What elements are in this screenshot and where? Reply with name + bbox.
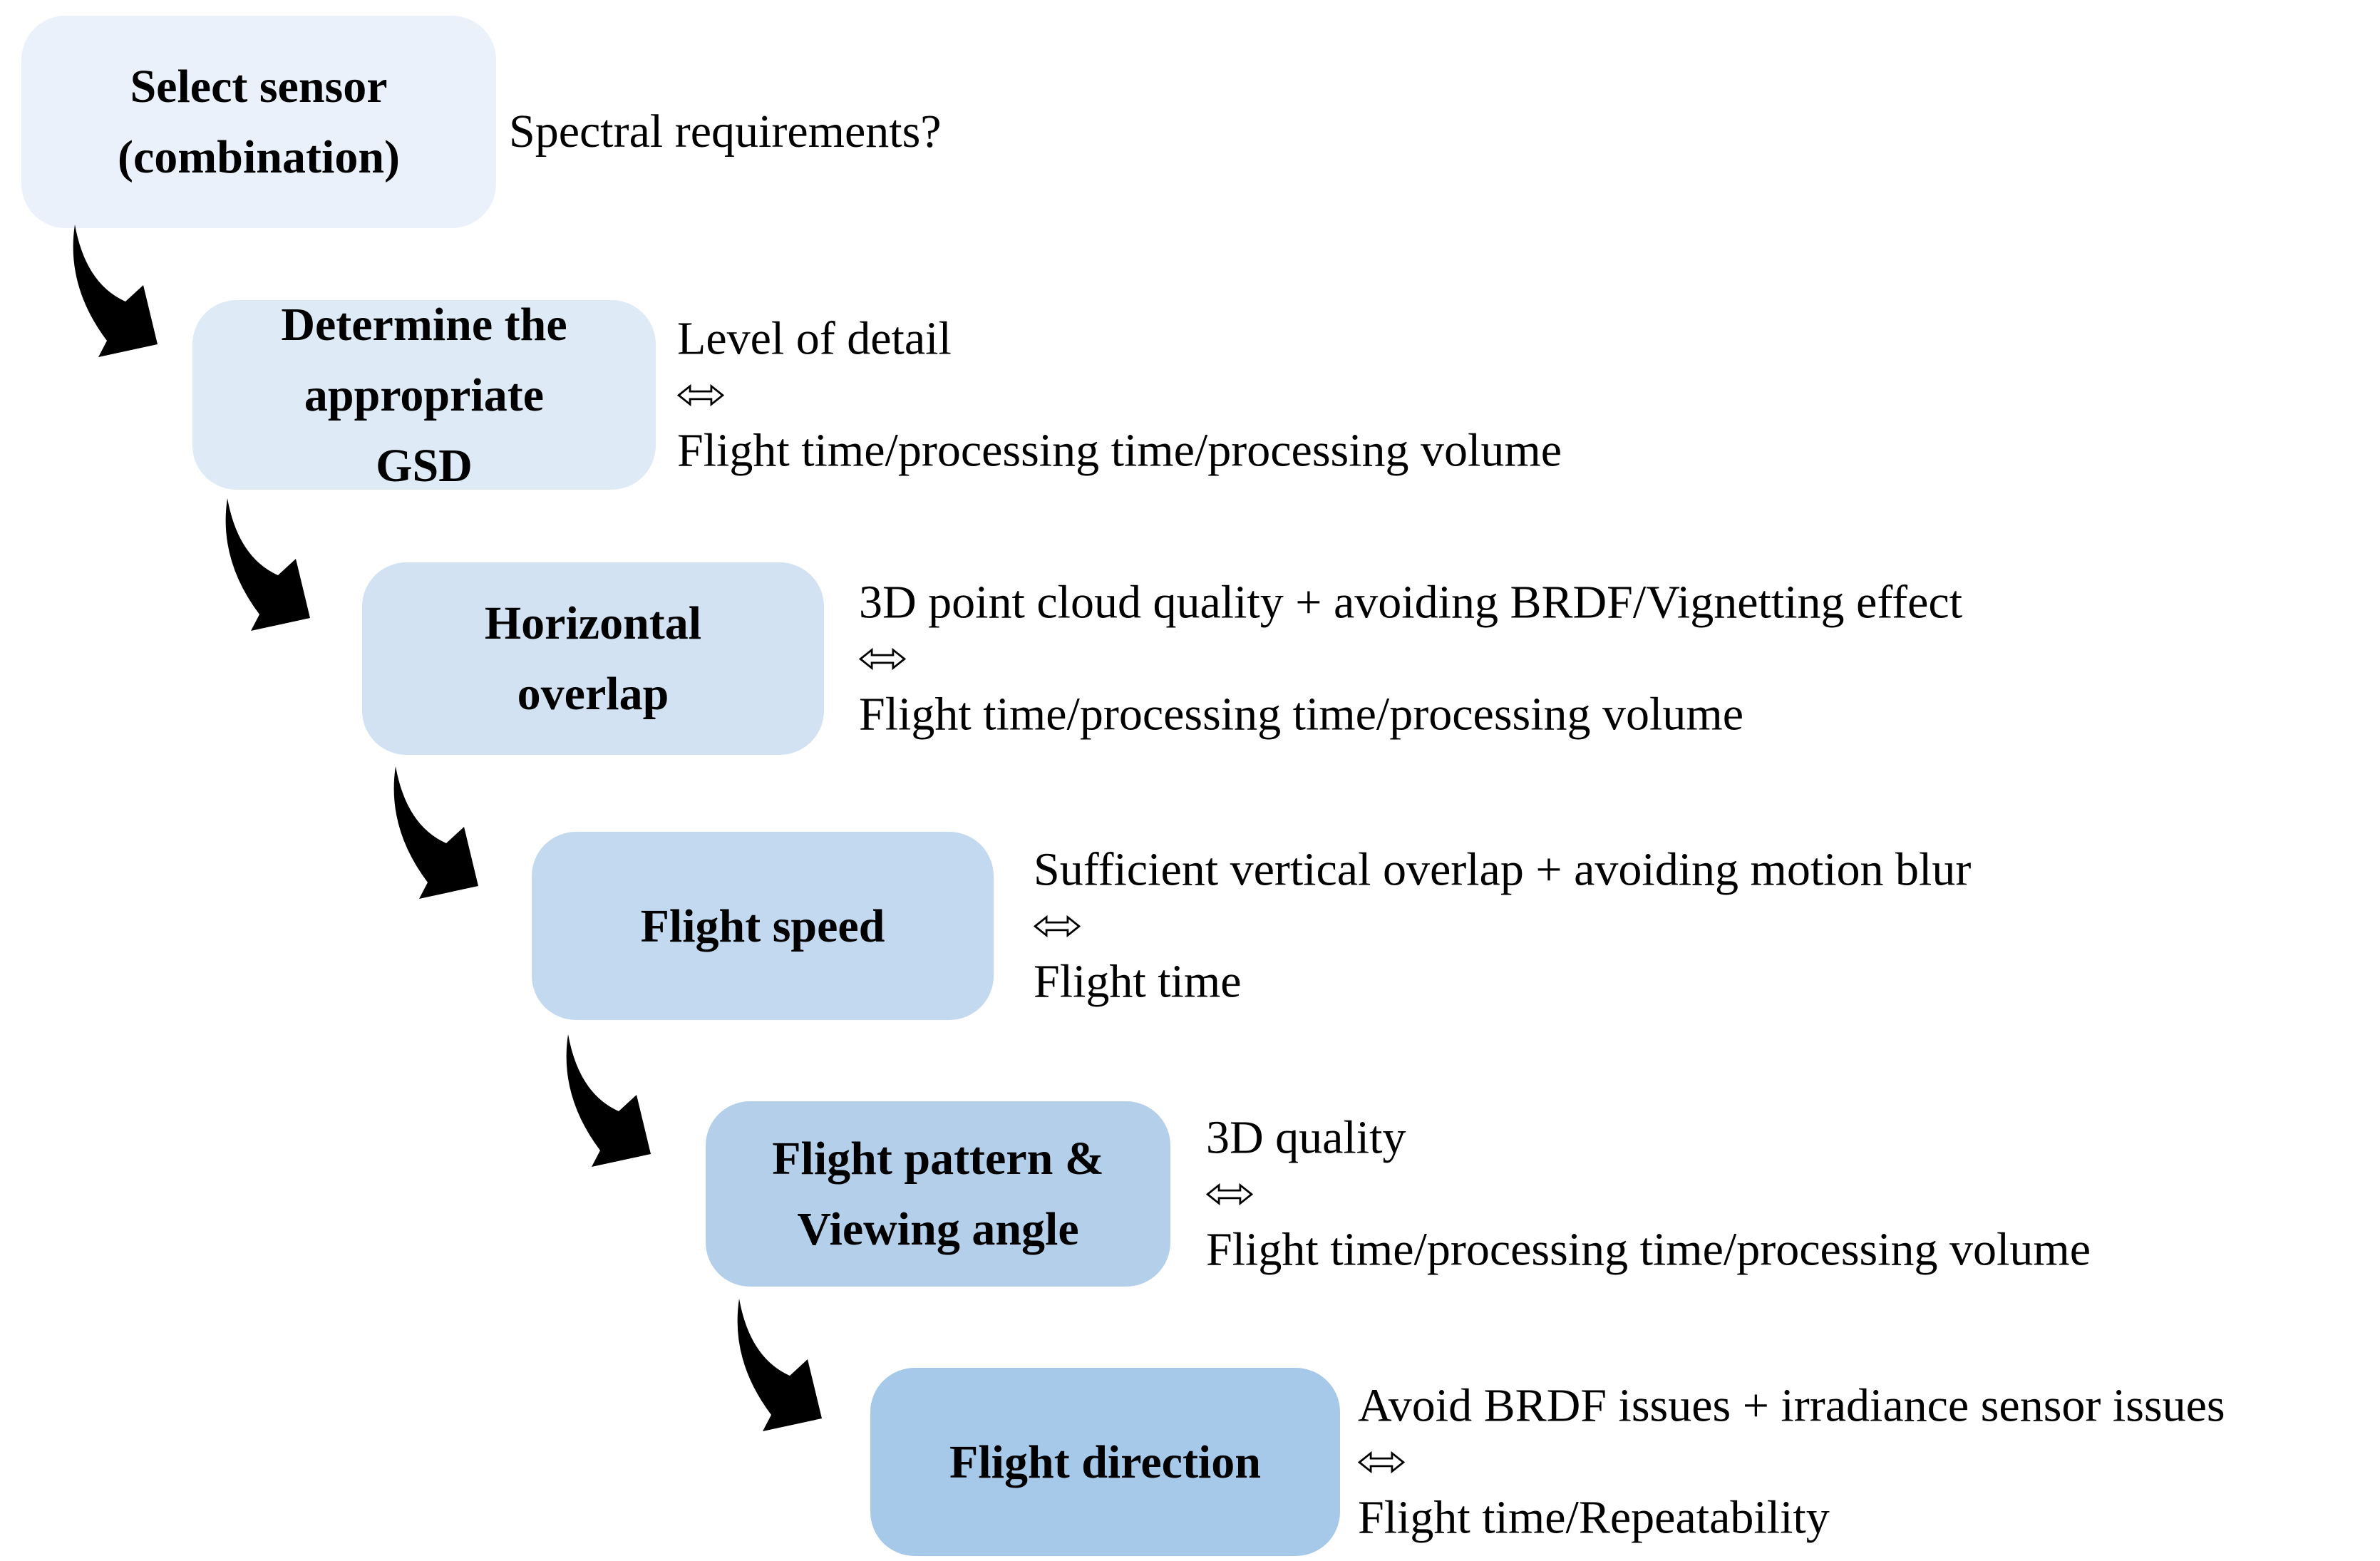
tradeoff-text: Flight time/processing time/processing v… <box>859 688 1744 740</box>
consideration-text: Level of detail <box>677 312 952 365</box>
left-right-double-arrow-icon <box>1358 1451 1405 1473</box>
step-box-flight-pattern-viewing-angle: Flight pattern & Viewing angle <box>706 1101 1170 1287</box>
tradeoff-text: Flight time/Repeatability <box>1358 1491 1830 1543</box>
step-box-horizontal-overlap: Horizontal overlap <box>362 562 824 755</box>
step-annotation: Spectral requirements? <box>509 103 942 162</box>
step-box-label: Flight pattern & Viewing angle <box>772 1133 1104 1255</box>
step-annotation: Avoid BRDF issues + irradiance sensor is… <box>1358 1377 2225 1547</box>
consideration-text: Sufficient vertical overlap + avoiding m… <box>1034 843 1972 896</box>
curved-swoosh-arrow-icon <box>225 498 310 631</box>
curved-swoosh-arrow-icon <box>737 1299 822 1431</box>
left-right-double-arrow-icon <box>859 647 906 670</box>
step-box-label: Select sensor (combination) <box>118 61 400 183</box>
step-box-label: Flight direction <box>949 1436 1261 1488</box>
step-annotation: Level of detail Flight time/processing t… <box>677 310 1562 480</box>
step-box-flight-direction: Flight direction <box>870 1368 1340 1556</box>
tradeoff-text: Flight time <box>1034 955 1242 1007</box>
curved-swoosh-arrow-icon <box>566 1034 651 1167</box>
consideration-text: 3D quality <box>1206 1111 1406 1164</box>
step-box-label: Flight speed <box>640 900 885 952</box>
consideration-text: 3D point cloud quality + avoiding BRDF/V… <box>859 576 1963 629</box>
step-annotation: 3D quality Flight time/processing time/p… <box>1206 1109 2091 1279</box>
tradeoff-text: Flight time/processing time/processing v… <box>1206 1223 2091 1275</box>
step-box-flight-speed: Flight speed <box>532 832 994 1020</box>
curved-swoosh-arrow-icon <box>73 225 158 357</box>
step-box-label: Determine the appropriate GSD <box>281 298 567 492</box>
tradeoff-text: Flight time/processing time/processing v… <box>677 424 1562 476</box>
consideration-text: Avoid BRDF issues + irradiance sensor is… <box>1358 1379 2225 1432</box>
left-right-double-arrow-icon <box>1206 1183 1253 1205</box>
step-annotation: Sufficient vertical overlap + avoiding m… <box>1034 841 1971 1011</box>
consideration-text: Spectral requirements? <box>509 105 942 158</box>
step-box-determine-gsd: Determine the appropriate GSD <box>192 299 656 492</box>
step-box-select-sensor: Select sensor (combination) <box>21 16 496 228</box>
left-right-double-arrow-icon <box>1034 915 1081 937</box>
step-annotation: 3D point cloud quality + avoiding BRDF/V… <box>859 574 1962 744</box>
curved-swoosh-arrow-icon <box>393 766 478 899</box>
left-right-double-arrow-icon <box>677 383 724 406</box>
step-box-label: Horizontal overlap <box>484 597 702 720</box>
